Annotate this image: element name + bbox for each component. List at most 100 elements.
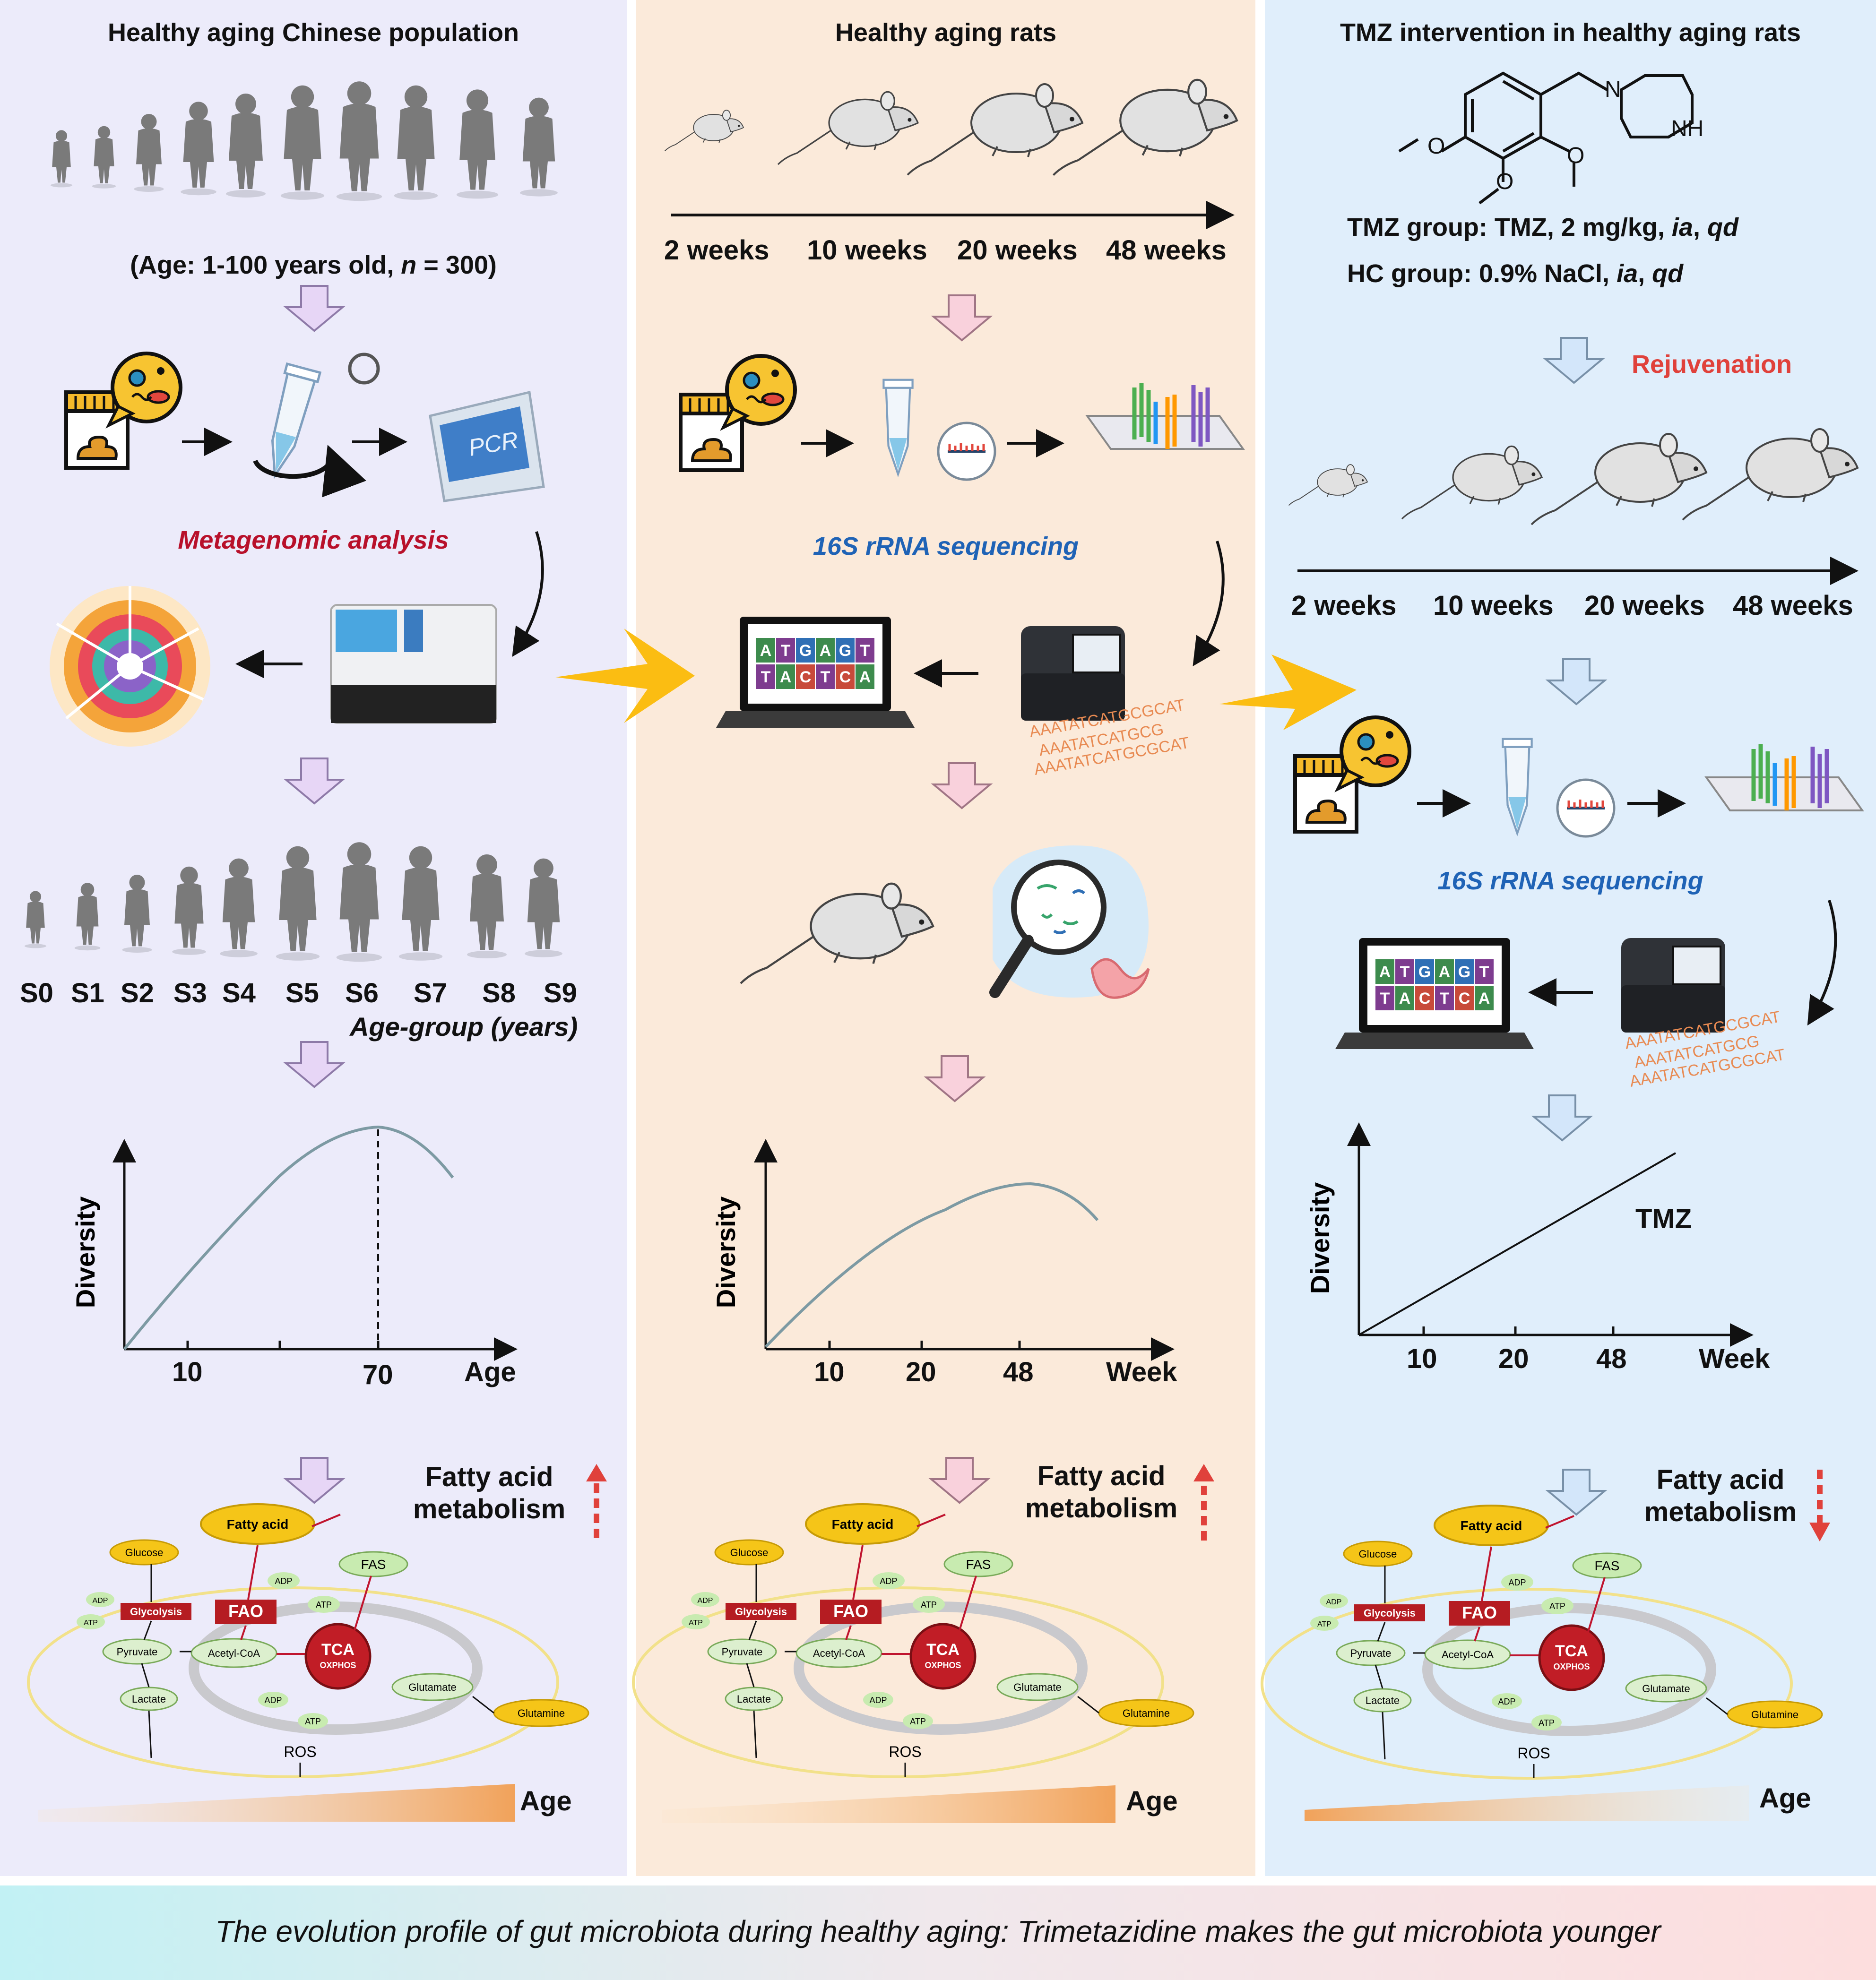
- circular-taxonomy-tree-icon: [50, 586, 210, 747]
- panel-3-title: TMZ intervention in healthy aging rats: [1340, 18, 1801, 47]
- stage-label: S9: [544, 978, 577, 1008]
- footer-banner: The evolution profile of gut microbiota …: [0, 1885, 1876, 1980]
- tube-icon: [883, 380, 912, 474]
- svg-text:O: O: [1427, 134, 1445, 159]
- diversity-chart-tmz: Diversity: [1305, 1122, 1754, 1347]
- svg-text:FAS: FAS: [361, 1557, 386, 1572]
- svg-text:A: A: [760, 642, 772, 660]
- down-arrow: [933, 762, 991, 809]
- down-arrow: [1547, 658, 1606, 705]
- metabolic-pathway: Fatty acid FAS Glucose Glycolysis FAO AD…: [27, 1503, 589, 1778]
- stage-label: S5: [285, 978, 319, 1008]
- chart-3-ylabel: Diversity: [1305, 1182, 1335, 1294]
- transition-arrow: [555, 628, 695, 723]
- rat-growth-sequence: [1288, 428, 1859, 525]
- gut-microbiota-icon: [989, 845, 1150, 999]
- stage-label: S1: [71, 978, 104, 1008]
- stage-label: S3: [173, 978, 207, 1008]
- svg-text:Glucose: Glucose: [125, 1547, 164, 1558]
- stage-label: S4: [222, 978, 256, 1008]
- down-arrow: [930, 1457, 989, 1504]
- svg-text:T: T: [1479, 963, 1489, 981]
- svg-text:T: T: [1400, 963, 1410, 981]
- svg-text:ADP: ADP: [275, 1576, 292, 1586]
- dna-magnifier-icon: [938, 423, 995, 480]
- stage-label: S7: [414, 978, 447, 1008]
- rat-icon: [741, 884, 933, 983]
- increase-dotted-arrow: [586, 1464, 607, 1538]
- chart-3-xtick: 48: [1596, 1343, 1627, 1374]
- down-arrow: [285, 1457, 344, 1504]
- stool-sample-icon: [681, 356, 795, 470]
- pcr-machine-icon: PCR: [429, 390, 545, 502]
- laptop-dna-icon: A T G A G T T A C T C A: [716, 617, 915, 728]
- curved-arrow: [512, 531, 544, 657]
- svg-text:A: A: [1399, 990, 1411, 1007]
- footer-caption: The evolution profile of gut microbiota …: [215, 1914, 1661, 1948]
- down-arrow: [925, 1055, 984, 1102]
- svg-text:T: T: [781, 642, 791, 660]
- svg-text:A: A: [1478, 990, 1490, 1007]
- svg-text:C: C: [800, 668, 812, 686]
- timeline-label: 2 weeks: [664, 235, 769, 266]
- down-arrow: [285, 285, 344, 332]
- trimetazidine-structure: N NH O O O: [1398, 71, 1703, 205]
- transition-arrow: [1219, 654, 1357, 730]
- age-gradient-bar: [38, 1784, 515, 1822]
- svg-text:TCA: TCA: [321, 1641, 354, 1659]
- svg-text:T: T: [761, 668, 771, 686]
- svg-text:ATP: ATP: [84, 1619, 98, 1627]
- svg-text:G: G: [839, 642, 851, 660]
- chart-2-xunit: Week: [1106, 1357, 1177, 1387]
- svg-text:Lactate: Lactate: [132, 1693, 166, 1705]
- svg-text:A: A: [859, 668, 871, 686]
- svg-text:ATP: ATP: [316, 1600, 332, 1610]
- svg-text:N: N: [1605, 77, 1621, 102]
- metabolic-pathway: [1262, 1506, 1822, 1778]
- timeline-label: 20 weeks: [957, 235, 1078, 266]
- svg-text:Pyruvate: Pyruvate: [117, 1646, 158, 1658]
- svg-text:T: T: [1440, 990, 1450, 1007]
- chart-1-xtick: 70: [363, 1360, 393, 1390]
- timeline-label: 10 weeks: [1433, 590, 1554, 621]
- dna-magnifier-icon: [1557, 780, 1614, 836]
- chart-2-xtick: 20: [906, 1357, 936, 1387]
- svg-text:C: C: [1459, 990, 1470, 1007]
- svg-text:Glutamate: Glutamate: [408, 1681, 457, 1693]
- svg-text:G: G: [799, 642, 812, 660]
- svg-text:FAO: FAO: [228, 1601, 263, 1621]
- svg-text:O: O: [1567, 143, 1584, 168]
- stool-sample-icon: [1295, 717, 1409, 832]
- microarray-chip-icon: [1087, 383, 1243, 449]
- stage-label: S0: [20, 978, 53, 1008]
- chart-1-ylabel: Diversity: [70, 1197, 100, 1309]
- centrifuge-tube-icon: [253, 353, 380, 498]
- diversity-curve: [764, 1182, 1099, 1348]
- diversity-chart-human: Diversity: [70, 1125, 518, 1361]
- age-gradient-label: Age: [520, 1786, 572, 1816]
- panel-1-title: Healthy aging Chinese population: [107, 18, 519, 47]
- svg-text:G: G: [1418, 963, 1431, 981]
- svg-text:C: C: [839, 668, 851, 686]
- down-arrow: [285, 1041, 344, 1088]
- laptop-dna-icon: A T G A G T T A C T C A: [1335, 938, 1534, 1049]
- tmz-diversity-line: [1358, 1152, 1676, 1336]
- timeline-label: 48 weeks: [1733, 590, 1853, 621]
- microarray-chip-icon: [1706, 744, 1862, 810]
- age-gradient-label: Age: [1126, 1786, 1178, 1816]
- metabolic-pathway: [633, 1504, 1193, 1777]
- svg-text:G: G: [1458, 963, 1470, 981]
- chart-2-ylabel: Diversity: [711, 1197, 741, 1309]
- diversity-chart-rats: Diversity: [711, 1139, 1175, 1361]
- chart-3-xtick: 20: [1498, 1343, 1529, 1374]
- svg-text:ATP: ATP: [305, 1717, 321, 1726]
- svg-text:ROS: ROS: [284, 1743, 316, 1760]
- tube-icon: [1503, 739, 1531, 834]
- svg-text:A: A: [780, 668, 792, 686]
- sequencer-icon: [1020, 625, 1126, 722]
- svg-text:ADP: ADP: [264, 1696, 282, 1705]
- svg-text:O: O: [1496, 169, 1513, 194]
